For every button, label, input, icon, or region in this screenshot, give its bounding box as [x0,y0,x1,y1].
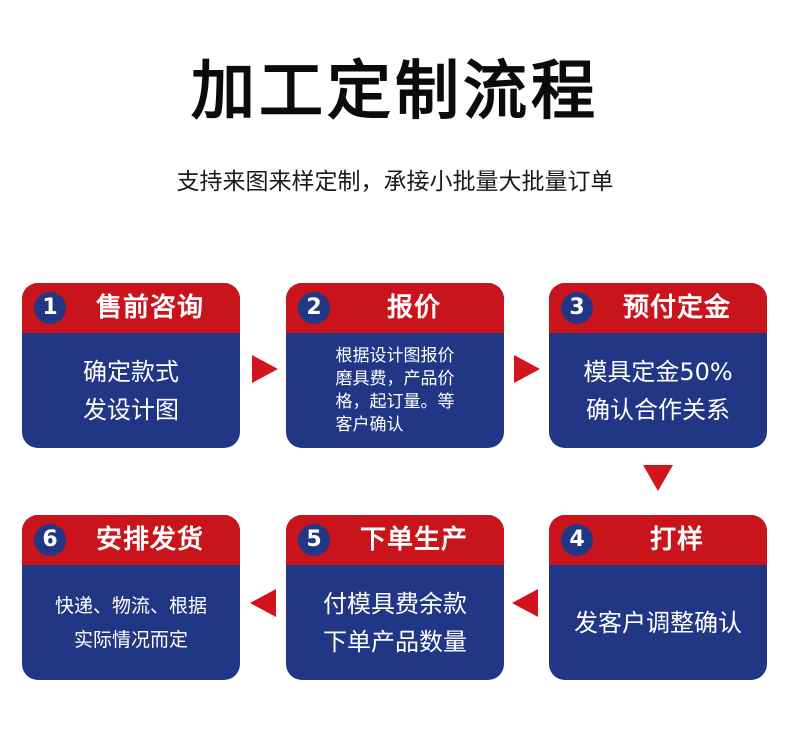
step-title: 下单生产 [359,525,468,555]
arrow-left-icon [512,589,538,617]
arrow-down-icon [643,465,673,491]
step-card-5: 5 下单生产 付模具费余款 下单产品数量 [286,515,504,680]
step-number-badge: 2 [298,292,330,324]
step-header: 2 报价 [286,283,504,333]
step-header: 5 下单生产 [286,515,504,565]
step-title: 报价 [386,293,441,323]
step-description: 付模具费余款 下单产品数量 [323,589,467,656]
page-subtitle: 支持来图来样定制，承接小批量大批量订单 [176,169,614,195]
step-description: 发客户调整确认 [574,608,742,637]
step-description: 快递、物流、根据 实际情况而定 [54,594,207,651]
page-title: 加工定制流程 [191,55,599,129]
step-description: 模具定金50% 确认合作关系 [583,357,733,424]
step-title: 售前咨询 [95,293,204,323]
step-number-badge: 5 [298,524,330,556]
step-number-badge: 3 [561,292,593,324]
step-header: 6 安排发货 [22,515,240,565]
step-header: 4 打样 [549,515,767,565]
step-card-6: 6 安排发货 快递、物流、根据 实际情况而定 [22,515,240,680]
step-card-3: 3 预付定金 模具定金50% 确认合作关系 [549,283,767,448]
arrow-right-icon [252,355,278,383]
step-card-2: 2 报价 根据设计图报价 磨具费，产品价 格，起订量。等 客户确认 [286,283,504,448]
step-header: 3 预付定金 [549,283,767,333]
step-description: 根据设计图报价 磨具费，产品价 格，起订量。等 客户确认 [335,345,455,435]
arrow-left-icon [250,589,276,617]
step-card-4: 4 打样 发客户调整确认 [549,515,767,680]
step-title: 安排发货 [95,525,204,555]
step-number-badge: 4 [561,524,593,556]
step-number-badge: 6 [34,524,66,556]
step-number-badge: 1 [34,292,66,324]
step-card-1: 1 售前咨询 确定款式 发设计图 [22,283,240,448]
step-title: 预付定金 [622,293,731,323]
step-title: 打样 [649,525,704,555]
step-description: 确定款式 发设计图 [83,357,179,424]
step-header: 1 售前咨询 [22,283,240,333]
arrow-right-icon [514,355,540,383]
